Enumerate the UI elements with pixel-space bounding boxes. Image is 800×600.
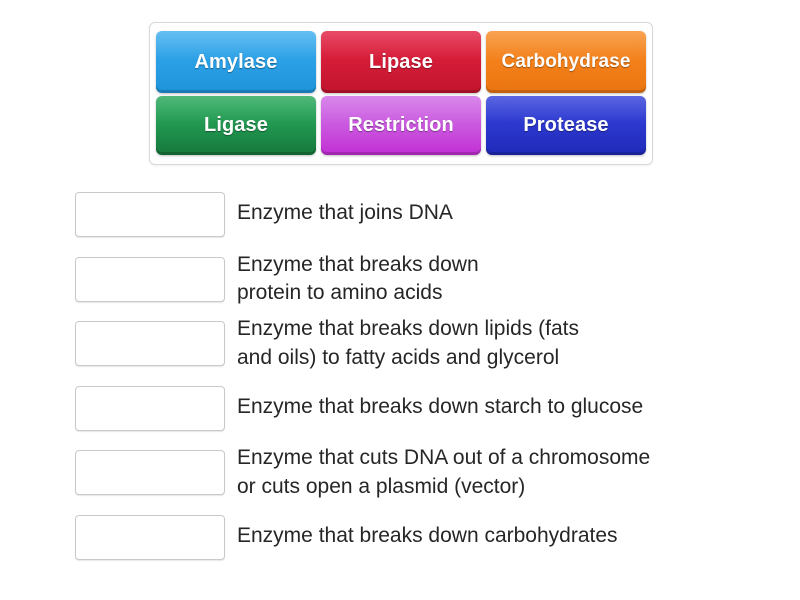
drop-zone-4[interactable] bbox=[75, 385, 225, 431]
tile-row-top: Amylase Lipase Carbohydrase bbox=[156, 31, 646, 93]
tile-carbohydrase[interactable]: Carbohydrase bbox=[486, 31, 646, 93]
tile-protease[interactable]: Protease bbox=[486, 96, 646, 155]
answer-tiles-tray: Amylase Lipase Carbohydrase Ligase Restr… bbox=[149, 22, 653, 165]
tile-restriction-label: Restriction bbox=[348, 114, 454, 136]
answer-description-2: Enzyme that breaks down protein to amino… bbox=[237, 252, 479, 305]
tile-restriction[interactable]: Restriction bbox=[321, 96, 481, 155]
tile-protease-label: Protease bbox=[523, 114, 609, 136]
tile-carbohydrase-label: Carbohydrase bbox=[501, 51, 631, 72]
answer-description-6: Enzyme that breaks down carbohydrates bbox=[237, 523, 618, 547]
drop-zone-2[interactable] bbox=[75, 256, 225, 302]
drop-zone-5[interactable] bbox=[75, 450, 225, 496]
answer-list: Enzyme that joins DNA Enzyme that breaks… bbox=[0, 186, 800, 574]
answer-description-1: Enzyme that joins DNA bbox=[237, 201, 453, 224]
tile-lipase-label: Lipase bbox=[369, 50, 433, 73]
tile-amylase-label: Amylase bbox=[194, 50, 278, 73]
answer-row: Enzyme that breaks down protein to amino… bbox=[0, 251, 800, 316]
tile-lipase[interactable]: Lipase bbox=[321, 31, 481, 93]
answer-row: Enzyme that joins DNA bbox=[0, 186, 800, 251]
tile-amylase[interactable]: Amylase bbox=[156, 31, 316, 93]
answer-description-3: Enzyme that breaks down lipids (fats and… bbox=[237, 317, 579, 369]
tile-ligase-label: Ligase bbox=[204, 114, 268, 136]
answer-description-4: Enzyme that breaks down starch to glucos… bbox=[237, 394, 644, 418]
drop-zone-1[interactable] bbox=[75, 192, 225, 237]
answer-description-5: Enzyme that cuts DNA out of a chromosome… bbox=[237, 446, 651, 498]
tile-ligase[interactable]: Ligase bbox=[156, 96, 316, 155]
drop-zone-3[interactable] bbox=[75, 321, 225, 367]
answer-row: Enzyme that breaks down starch to glucos… bbox=[0, 380, 800, 445]
answer-row: Enzyme that cuts DNA out of a chromosome… bbox=[0, 444, 800, 509]
answer-row: Enzyme that breaks down carbohydrates bbox=[0, 509, 800, 574]
tile-row-bottom: Ligase Restriction Protease bbox=[156, 96, 646, 155]
answer-row: Enzyme that breaks down lipids (fats and… bbox=[0, 315, 800, 380]
drop-zone-6[interactable] bbox=[75, 514, 225, 560]
